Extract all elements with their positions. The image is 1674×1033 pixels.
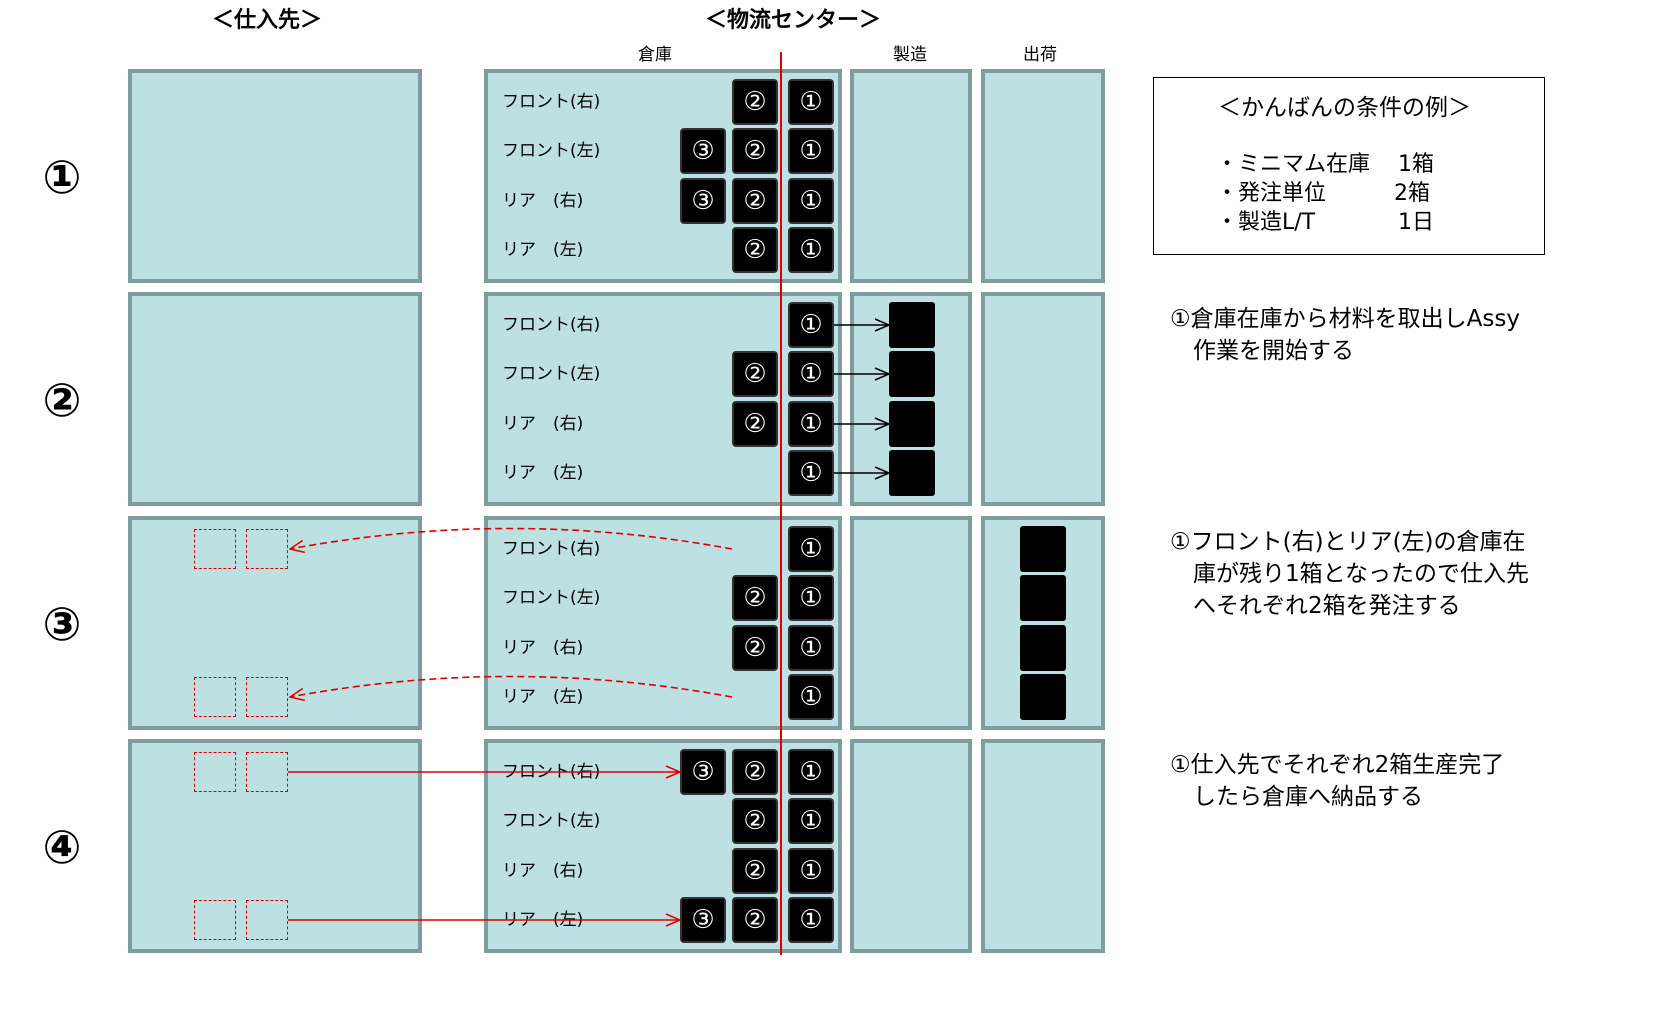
kanban-box: ① bbox=[788, 749, 834, 795]
warehouse-panel bbox=[484, 739, 842, 953]
kanban-conditions-box: ＜かんばんの条件の例＞ ・ミニマム在庫 1箱 ・発注単位 2箱 ・製造L/T 1… bbox=[1153, 77, 1545, 255]
kanban-box: ② bbox=[732, 401, 778, 447]
manufacturing-block bbox=[889, 401, 935, 447]
warehouse-header: 倉庫 bbox=[638, 45, 672, 65]
kanban-box: ③ bbox=[680, 897, 726, 943]
step-number: ① bbox=[42, 150, 82, 204]
order-box bbox=[246, 529, 288, 569]
kanban-box: ② bbox=[732, 897, 778, 943]
part-row-label: リア (左) bbox=[502, 240, 584, 260]
kanban-box: ① bbox=[788, 79, 834, 125]
supplier-header: ＜仕入先＞ bbox=[212, 8, 323, 33]
kanban-box: ① bbox=[788, 450, 834, 496]
warehouse-panel bbox=[484, 292, 842, 506]
kanban-box: ③ bbox=[680, 178, 726, 224]
warehouse-panel bbox=[484, 69, 842, 283]
kanban-box: ② bbox=[732, 79, 778, 125]
kanban-box: ② bbox=[732, 798, 778, 844]
manufacturing-panel bbox=[850, 69, 972, 283]
kanban-box: ② bbox=[732, 128, 778, 174]
kanban-box: ① bbox=[788, 128, 834, 174]
conditions-title: ＜かんばんの条件の例＞ bbox=[1218, 95, 1471, 121]
order-box bbox=[246, 752, 288, 792]
condition-value: 1日 bbox=[1398, 210, 1434, 235]
condition-label: ・ミニマム在庫 bbox=[1216, 152, 1371, 177]
order-box bbox=[194, 677, 236, 717]
order-box bbox=[246, 677, 288, 717]
condition-value: 2箱 bbox=[1394, 181, 1430, 206]
shipping-panel bbox=[981, 739, 1105, 953]
manufacturing-block bbox=[889, 450, 935, 496]
shipping-block bbox=[1020, 674, 1066, 720]
shipping-block bbox=[1020, 526, 1066, 572]
kanban-box: ② bbox=[732, 575, 778, 621]
shipping-header: 出荷 bbox=[1023, 45, 1057, 65]
kanban-box: ① bbox=[788, 674, 834, 720]
manufacturing-header: 製造 bbox=[893, 45, 927, 65]
condition-label: ・製造L/T bbox=[1216, 210, 1316, 235]
order-box bbox=[246, 900, 288, 940]
kanban-box: ① bbox=[788, 227, 834, 273]
step-number: ③ bbox=[42, 597, 82, 651]
kanban-box: ① bbox=[788, 401, 834, 447]
part-row-label: リア (左) bbox=[502, 463, 584, 483]
supplier-panel bbox=[128, 739, 422, 953]
step-4-description: ①仕入先でそれぞれ2箱生産完了 したら倉庫へ納品する bbox=[1170, 752, 1505, 810]
part-row-label: フロント(右) bbox=[502, 762, 601, 782]
kanban-box: ① bbox=[788, 897, 834, 943]
kanban-box: ② bbox=[732, 351, 778, 397]
kanban-box: ② bbox=[732, 625, 778, 671]
condition-label: ・発注単位 bbox=[1216, 181, 1327, 206]
kanban-box: ① bbox=[788, 848, 834, 894]
kanban-box: ① bbox=[788, 351, 834, 397]
manufacturing-panel bbox=[850, 739, 972, 953]
order-box bbox=[194, 752, 236, 792]
part-row-label: リア (右) bbox=[502, 191, 584, 211]
step-2-description: ①倉庫在庫から材料を取出しAssy 作業を開始する bbox=[1170, 306, 1520, 364]
step-3-description: ①フロント(右)とリア(左)の倉庫在 庫が残り1箱となったので仕入先 へそれぞれ… bbox=[1170, 529, 1529, 619]
part-row-label: フロント(左) bbox=[502, 588, 601, 608]
kanban-box: ② bbox=[732, 749, 778, 795]
step-number: ② bbox=[42, 373, 82, 427]
step-number: ④ bbox=[42, 820, 82, 874]
supplier-panel bbox=[128, 69, 422, 283]
supplier-panel bbox=[128, 292, 422, 506]
shipping-block bbox=[1020, 625, 1066, 671]
shipping-panel bbox=[981, 292, 1105, 506]
part-row-label: フロント(左) bbox=[502, 811, 601, 831]
manufacturing-block bbox=[889, 351, 935, 397]
part-row-label: フロント(左) bbox=[502, 364, 601, 384]
kanban-box: ② bbox=[732, 227, 778, 273]
kanban-box: ③ bbox=[680, 128, 726, 174]
kanban-box: ② bbox=[732, 178, 778, 224]
part-row-label: リア (左) bbox=[502, 687, 584, 707]
kanban-box: ① bbox=[788, 178, 834, 224]
condition-value: 1箱 bbox=[1398, 152, 1434, 177]
kanban-box: ① bbox=[788, 575, 834, 621]
part-row-label: リア (左) bbox=[502, 910, 584, 930]
part-row-label: リア (右) bbox=[502, 861, 584, 881]
kanban-box: ① bbox=[788, 302, 834, 348]
manufacturing-block bbox=[889, 302, 935, 348]
kanban-box: ① bbox=[788, 526, 834, 572]
part-row-label: リア (右) bbox=[502, 638, 584, 658]
logistics-center-header: ＜物流センター＞ bbox=[705, 8, 882, 33]
part-row-label: フロント(右) bbox=[502, 539, 601, 559]
part-row-label: フロント(右) bbox=[502, 315, 601, 335]
order-box bbox=[194, 900, 236, 940]
kanban-box: ① bbox=[788, 625, 834, 671]
kanban-box: ① bbox=[788, 798, 834, 844]
kanban-box: ③ bbox=[680, 749, 726, 795]
shipping-block bbox=[1020, 575, 1066, 621]
part-row-label: フロント(右) bbox=[502, 92, 601, 112]
part-row-label: リア (右) bbox=[502, 414, 584, 434]
manufacturing-panel bbox=[850, 516, 972, 730]
part-row-label: フロント(左) bbox=[502, 141, 601, 161]
kanban-box: ② bbox=[732, 848, 778, 894]
shipping-panel bbox=[981, 69, 1105, 283]
order-box bbox=[194, 529, 236, 569]
